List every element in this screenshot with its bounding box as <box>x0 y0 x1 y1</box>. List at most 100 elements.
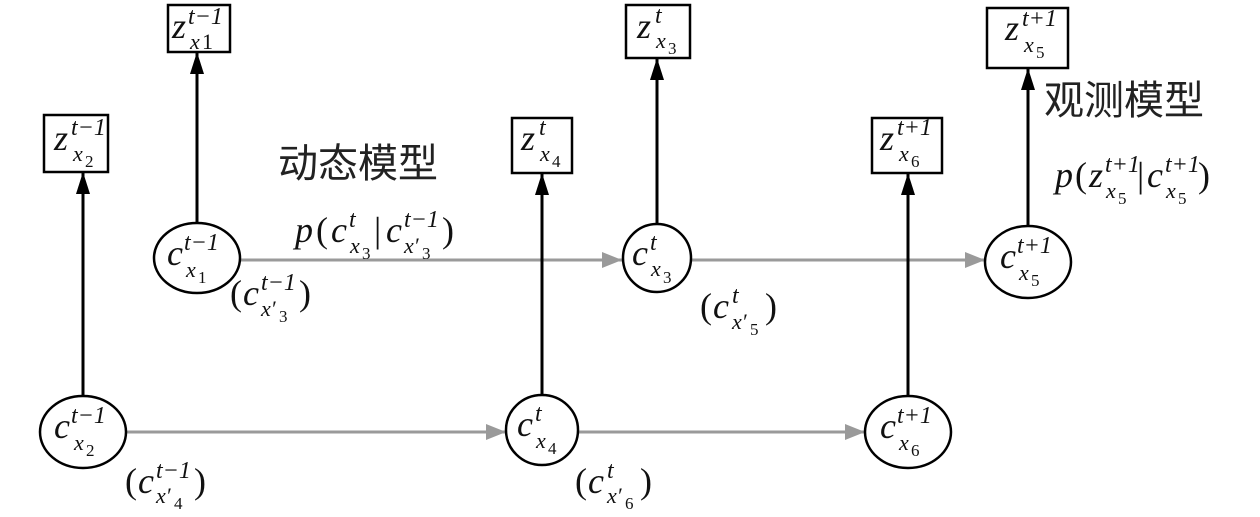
label-open-paren: ( <box>575 461 587 501</box>
term-sup: t−1 <box>71 115 106 141</box>
term-sup: t−1 <box>184 230 219 256</box>
term-base: c <box>1000 236 1016 276</box>
observation-model-formula: p ( z t+1 x 5 | c t+1 x 5 ) <box>1052 152 1210 208</box>
term-sub: x <box>185 257 196 282</box>
term-sup: t+1 <box>1165 152 1200 178</box>
term-index: 6 <box>625 494 634 513</box>
term-sub: x <box>539 141 550 166</box>
term-base: c <box>167 233 183 273</box>
term-sub: x <box>1023 32 1034 57</box>
term-base: z <box>1088 155 1103 195</box>
label-open-paren: ( <box>125 461 137 501</box>
term-sub: x <box>1165 178 1176 203</box>
state-node-x3: c t x 3 <box>621 222 693 294</box>
term-base: c <box>1147 155 1163 195</box>
term-sup: t <box>732 283 740 309</box>
formula-fn: p <box>1052 155 1073 195</box>
term-base: z <box>171 6 186 46</box>
term-base: c <box>517 404 533 444</box>
term-index: 3 <box>422 244 431 263</box>
state-node-x6: c t+1 x 6 <box>863 394 953 470</box>
term-index: 5 <box>1031 271 1040 290</box>
observation-box-x4: z t x 4 <box>510 115 574 175</box>
formula-close-paren: ) <box>442 210 454 250</box>
term-sub: x <box>1105 178 1116 203</box>
term-sub: x <box>650 256 661 281</box>
term-index: 6 <box>911 441 920 460</box>
formula-given-bar: | <box>374 210 381 250</box>
term-sub: x <box>1018 260 1029 285</box>
formula-open-paren: ( <box>1075 155 1087 195</box>
term-sub: x <box>655 28 666 53</box>
term-sup: t+1 <box>897 115 932 141</box>
term-sup: t+1 <box>1105 152 1140 178</box>
term-index: 5 <box>750 320 759 339</box>
term-sub: x′ <box>155 483 172 508</box>
term-base: c <box>632 233 648 273</box>
term-base: c <box>138 461 154 501</box>
term-index: 3 <box>663 268 672 287</box>
state-node-x1: c t−1 x 1 <box>152 221 242 295</box>
term-base: c <box>880 406 896 446</box>
term-index: 3 <box>279 307 288 326</box>
term-sup: t+1 <box>1017 233 1052 259</box>
state-node-x4: c t x 4 <box>504 393 580 467</box>
correspondence-label-x6-prime: ( c t x′ 6 ) <box>575 458 652 513</box>
correspondence-label-x3-prime: ( c t−1 x′ 3 ) <box>230 270 311 326</box>
term-sup: t−1 <box>156 458 191 484</box>
term-sub: x <box>72 141 83 166</box>
term-index: 4 <box>552 152 561 171</box>
term-index: 6 <box>911 152 920 171</box>
term-sup: t−1 <box>71 403 106 429</box>
observation-box-x5: z t+1 x 5 <box>985 6 1070 70</box>
correspondence-label-x4-prime: ( c t−1 x′ 4 ) <box>125 458 206 513</box>
label-open-paren: ( <box>230 273 242 313</box>
observation-box-x3: z t x 3 <box>624 3 692 60</box>
label-close-paren: ) <box>640 461 652 501</box>
term-sup: t <box>655 3 663 29</box>
term-base: c <box>386 210 402 250</box>
term-sub: x′ <box>403 233 420 258</box>
term-sup: t−1 <box>188 4 223 30</box>
dynamic-model-formula: p ( c t x 3 | c t−1 x′ 3 ) <box>292 207 454 263</box>
formula-fn: p <box>292 210 313 250</box>
term-base: c <box>54 406 70 446</box>
term-sup: t+1 <box>897 403 932 429</box>
term-sub: x <box>898 141 909 166</box>
observation-model-title: 观测模型 <box>1044 78 1204 124</box>
term-sub: x′ <box>606 483 623 508</box>
term-index: 3 <box>362 244 371 263</box>
term-sub: x <box>73 430 84 455</box>
label-close-paren: ) <box>299 273 311 313</box>
correspondence-label-x5-prime: ( c t x′ 5 ) <box>700 283 777 339</box>
term-index: 4 <box>548 439 557 458</box>
term-base: c <box>588 461 604 501</box>
term-sub: x′ <box>260 296 277 321</box>
term-index: 2 <box>85 152 94 171</box>
dynamic-model-title: 动态模型 <box>278 141 438 187</box>
state-node-x2: c t−1 x 2 <box>38 394 128 470</box>
term-index: 1 <box>202 29 213 54</box>
term-base: z <box>636 6 651 46</box>
term-sup: t−1 <box>404 207 439 233</box>
state-node-x5: c t+1 x 5 <box>983 224 1073 300</box>
term-base: c <box>331 210 347 250</box>
term-sup: t <box>607 458 615 484</box>
term-sup: t+1 <box>1022 6 1057 32</box>
label-open-paren: ( <box>700 286 712 326</box>
term-sup: t−1 <box>261 270 296 296</box>
term-index: 1 <box>198 268 207 287</box>
term-sub: x <box>535 428 546 453</box>
term-base: z <box>879 118 894 158</box>
term-index: 4 <box>174 494 183 513</box>
term-sup: t <box>539 115 547 141</box>
observation-box-x2: z t−1 x 2 <box>42 113 110 174</box>
term-index: 5 <box>1036 43 1045 62</box>
observation-box-x1: z t−1 x 1 <box>166 3 232 54</box>
term-sup: t <box>650 230 658 256</box>
formula-given-bar: | <box>1137 155 1144 195</box>
term-index: 3 <box>668 39 677 58</box>
term-base: c <box>243 273 259 313</box>
term-base: c <box>713 286 729 326</box>
